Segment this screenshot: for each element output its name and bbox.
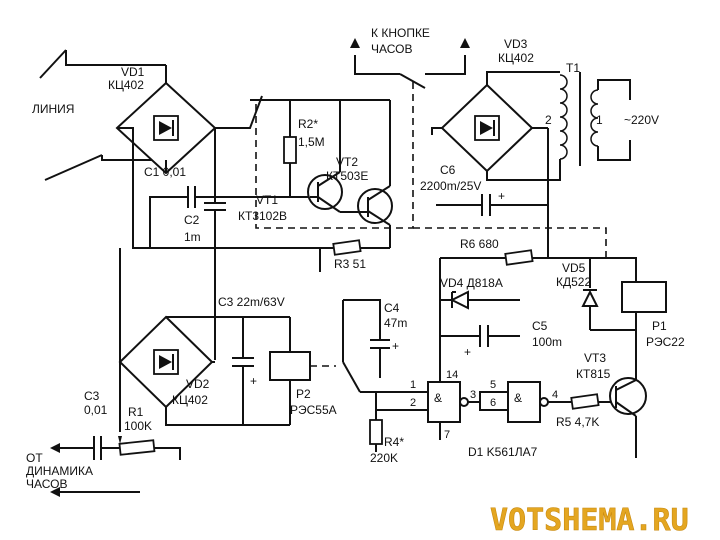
c4-label: C4 (384, 301, 400, 315)
from-label-2: ДИНАМИКА (26, 464, 93, 478)
c4-plus: + (392, 339, 399, 353)
mains-label: ~220V (624, 113, 659, 127)
c4-value: 47m (384, 316, 407, 330)
gate2-symbol: & (514, 391, 522, 405)
c2-capacitor (204, 128, 226, 360)
c5-plus: + (464, 345, 471, 359)
r2-label: R2* (298, 117, 318, 131)
button-mechanical-link (255, 82, 414, 229)
vd1-type: КЦ402 (108, 78, 144, 92)
p1-label: P1 (652, 319, 667, 333)
line-input-wires (39, 49, 166, 181)
d1-nand-gate-2 (468, 381, 568, 423)
vt1-type: КТ3102В (238, 209, 287, 223)
vd2-type: КЦ402 (172, 393, 208, 407)
vt1-label: VT1 (256, 193, 278, 207)
r3-label: R3 51 (334, 257, 366, 271)
clock-button-contact (350, 38, 470, 89)
vd3-label: VD3 (504, 37, 528, 51)
vt2-transistor (340, 100, 393, 248)
tap-2-label: 2 (545, 113, 552, 127)
vt3-type: КТ815 (576, 367, 611, 381)
from-label-1: ОТ (26, 451, 43, 465)
r3-resistor (319, 239, 390, 272)
p1-mechanical-link (413, 227, 607, 258)
r5-label: R5 4,7K (556, 415, 599, 429)
c2-value: 1m (184, 230, 201, 244)
r1-potentiometer (106, 248, 181, 460)
c6-capacitor (436, 194, 548, 216)
t1-label: T1 (566, 61, 580, 75)
c3-input-value: 0,01 (84, 403, 108, 417)
pin7-label: 7 (444, 429, 450, 441)
vt3-transistor (609, 377, 647, 458)
vd1-positive-switch (215, 95, 263, 129)
p1-type: РЭС22 (646, 335, 685, 349)
vt2-type: КТ503Е (326, 169, 368, 183)
c6-value: 2200m/25V (420, 179, 481, 193)
c3-plus: + (250, 374, 257, 388)
vd5-type: КД522 (556, 275, 591, 289)
vd4-label: VD4 Д818А (440, 276, 503, 290)
c3-input-capacitor (50, 436, 106, 460)
c3-top-label: C3 22m/63V (218, 295, 285, 309)
r2-resistor (283, 100, 297, 197)
button-label-1: К КНОПКЕ (371, 26, 430, 40)
pin1-label: 1 (410, 379, 416, 391)
c4-capacitor (343, 299, 390, 378)
vt2-label: VT2 (336, 155, 358, 169)
tap-1-label: 1 (596, 113, 603, 127)
vd3-diode-bridge (431, 71, 548, 181)
r1-label: R1 (128, 405, 144, 419)
p2-label: P2 (296, 387, 311, 401)
d1-nand-gate-1 (375, 381, 469, 440)
pin14-label: 14 (446, 369, 458, 381)
t1-transformer (548, 71, 631, 181)
line-label: ЛИНИЯ (32, 102, 74, 116)
vd5-label: VD5 (562, 261, 586, 275)
button-label-2: ЧАСОВ (371, 42, 412, 56)
vd3-type: КЦ402 (498, 51, 534, 65)
site-watermark: VOTSHEMA.RU (490, 503, 689, 538)
c5-value: 100m (532, 335, 562, 349)
gate1-symbol: & (434, 391, 442, 405)
vd1-negative-rail (117, 127, 390, 249)
vd4-zener-diode (439, 258, 520, 310)
c1-label: C1 0,01 (144, 165, 186, 179)
pin5-label: 5 (490, 379, 496, 391)
r2-value: 1,5M (298, 135, 325, 149)
r4-value: 220K (370, 451, 398, 465)
r6-resistor (440, 249, 590, 266)
pin3-label: 3 (470, 389, 476, 401)
vt3-label: VT3 (584, 351, 606, 365)
c6-label: C6 (440, 163, 456, 177)
c3-electrolytic-capacitor (232, 317, 254, 425)
r1-value: 100K (124, 419, 152, 433)
r6-label: R6 680 (460, 237, 499, 251)
d1-label: D1 K561ЛА7 (468, 445, 538, 459)
pin4-label: 4 (552, 389, 558, 401)
r4-label: R4* (384, 435, 404, 449)
r5-resistor (568, 393, 616, 410)
p2-relay-coil (269, 317, 311, 425)
pin2-label: 2 (410, 397, 416, 409)
from-speaker-arrow (50, 487, 60, 497)
c5-label: C5 (532, 319, 548, 333)
p1-relay-coil (590, 257, 667, 380)
vt1-transistor (307, 100, 343, 213)
c6-plus: + (498, 189, 505, 203)
vd5-diode (581, 258, 599, 330)
vd2-diode-bridge (118, 248, 290, 426)
from-label-3: ЧАСОВ (26, 477, 67, 491)
vd2-label: VD2 (186, 377, 210, 391)
p2-type: РЭС55А (290, 403, 337, 417)
vd1-diode-bridge (115, 65, 217, 175)
pin6-label: 6 (490, 397, 496, 409)
c2-label: C2 (184, 213, 200, 227)
vd1-label: VD1 (121, 65, 145, 79)
r4-resistor (369, 410, 383, 452)
c3-input-label: C3 (84, 389, 100, 403)
